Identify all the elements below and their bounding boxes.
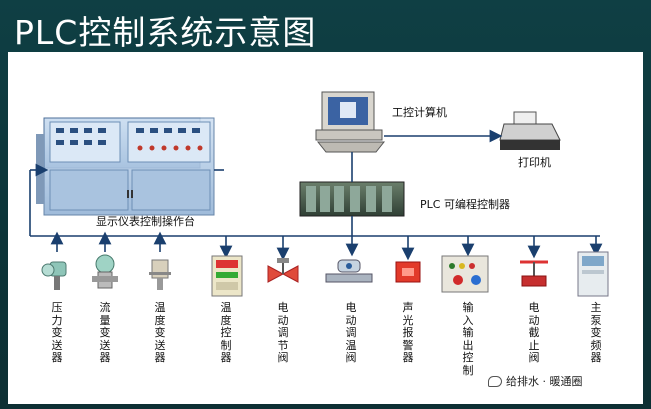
console-label: 显示仪表控制操作台 (96, 215, 195, 228)
main-pump-inverter-image (577, 251, 609, 297)
printer (499, 111, 561, 150)
flow-transmitter-image (92, 254, 118, 289)
device-label-temperature-controller: 温度控制器 (220, 301, 232, 364)
device-label-alarm: 声光报警器 (402, 301, 414, 364)
device-label-electric-temperature-valve: 电动调温阀 (345, 301, 357, 364)
device-label-electric-control-valve: 电动调节阀 (277, 301, 289, 364)
device-label-pressure-transmitter: 压力变送器 (51, 301, 63, 364)
device-label-flow-transmitter: 流量变送器 (99, 301, 111, 364)
electric-control-valve-image (267, 258, 299, 283)
sound-light-alarm-image (395, 261, 421, 283)
watermark-text: 给排水 · 暖通圈 (506, 375, 583, 388)
temperature-transmitter-image (149, 259, 171, 290)
plc-label: PLC 可编程控制器 (420, 198, 510, 211)
device-label-pump-inverter: 主泵变频器 (590, 301, 602, 364)
control-console (36, 117, 215, 216)
printer-label: 打印机 (518, 156, 551, 169)
electric-temperature-valve-image (325, 259, 373, 283)
device-label-temperature-transmitter: 温度变送器 (154, 301, 166, 364)
chat-icon (488, 375, 502, 387)
connection-lines (29, 129, 600, 237)
computer-label: 工控计算机 (392, 106, 447, 119)
pressure-transmitter-image (41, 261, 67, 290)
device-label-shutoff-valve: 电动截止阀 (528, 301, 540, 364)
device-label-io-control: 输入输出控制 (462, 301, 474, 377)
watermark: 给排水 · 暖通圈 (488, 373, 583, 389)
io-control-image (441, 255, 489, 293)
industrial-computer (315, 91, 386, 153)
plc-unit (299, 181, 405, 217)
page-title: PLC控制系统示意图 (14, 13, 317, 52)
temperature-controller-image (211, 255, 243, 297)
electric-shutoff-valve-image (520, 260, 548, 287)
device-arrows (50, 231, 603, 261)
